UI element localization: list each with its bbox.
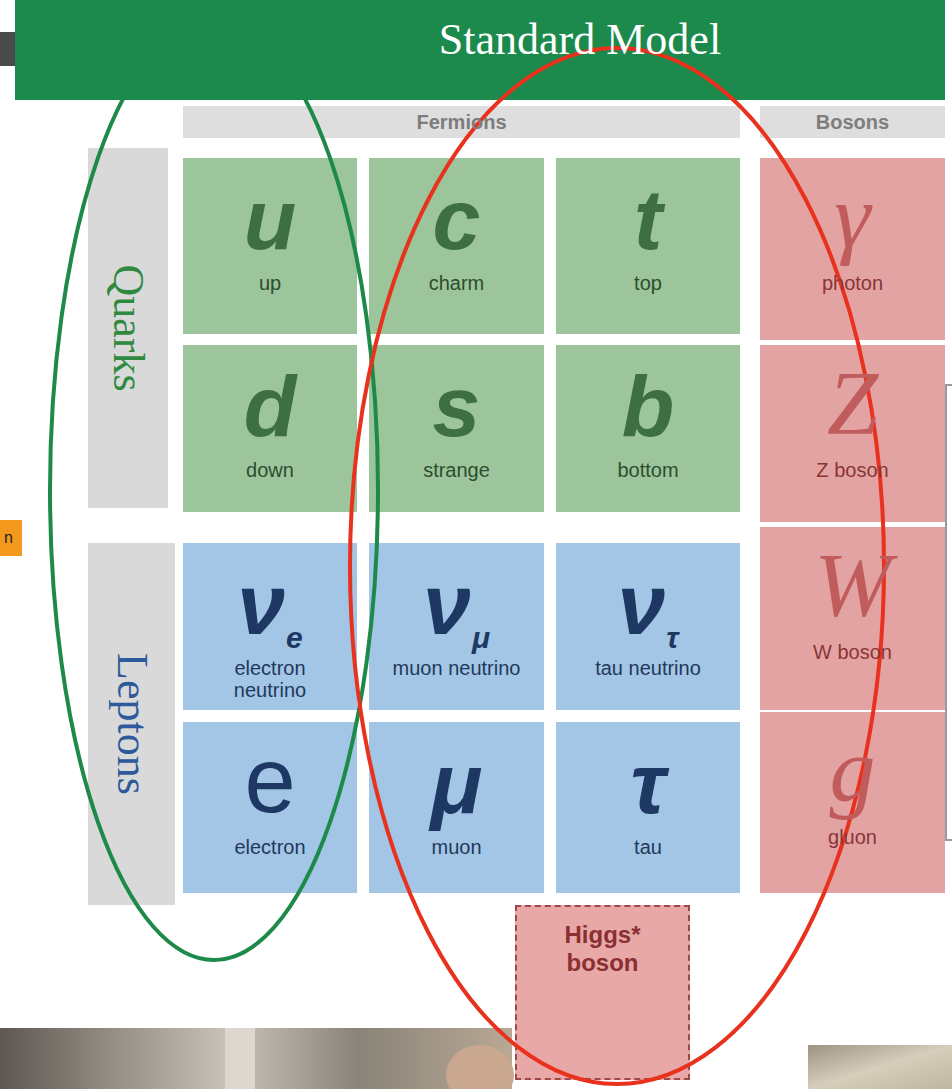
particle-symbol: b (622, 363, 675, 449)
particle-name: tau neutrino (595, 657, 701, 679)
particle-symbol: g (830, 724, 876, 816)
particle-symbol: u (244, 176, 297, 262)
edge-fragment (0, 32, 15, 66)
symbol-subscript: e (286, 623, 303, 653)
particle-name: Z boson (816, 459, 888, 481)
particle-symbol: ν (423, 561, 471, 647)
symbol-subscript: τ (666, 623, 678, 653)
symbol-subscript: μ (472, 623, 490, 653)
particle-name: Higgs* boson (543, 921, 663, 1078)
photo-fragment (225, 1028, 255, 1089)
lepton-cell: νe electron neutrino (183, 543, 357, 710)
symbol-row: e (244, 736, 295, 826)
green-ellipse (50, 20, 378, 960)
photo-fragment (446, 1045, 514, 1089)
particle-symbol: γ (834, 170, 870, 262)
diagram-title: Standard Model (439, 16, 721, 64)
label-text: n (4, 529, 13, 547)
particle-name: up (259, 272, 281, 294)
boson-cell: W W boson (760, 527, 945, 710)
particle-name: electron neutrino (204, 657, 336, 701)
particle-symbol: c (433, 176, 481, 262)
group-label: Quarks (106, 264, 150, 391)
particle-name: down (246, 459, 294, 481)
lepton-cell: νμ muon neutrino (369, 543, 544, 710)
lepton-cell: ντ tau neutrino (556, 543, 740, 710)
particle-name: gluon (828, 826, 877, 848)
symbol-row: Z (827, 359, 878, 449)
particle-symbol: d (244, 363, 297, 449)
particle-name: photon (822, 272, 883, 294)
particle-symbol: Z (827, 357, 878, 449)
particle-name: charm (429, 272, 485, 294)
symbol-row: μ (431, 736, 483, 826)
quark-cell: c charm (369, 158, 544, 334)
panel-edge (946, 385, 952, 840)
symbol-row: g (830, 726, 876, 816)
symbol-row: b (622, 359, 675, 449)
symbol-row: νe (237, 557, 303, 647)
symbol-row: c (433, 172, 481, 262)
group-label: Leptons (110, 653, 154, 795)
particle-symbol: μ (431, 740, 483, 826)
symbol-row: τ (630, 736, 665, 826)
lepton-cell: μ muon (369, 722, 544, 893)
particle-name: muon neutrino (393, 657, 521, 679)
column-header: Fermions (183, 106, 740, 138)
boson-cell: Z Z boson (760, 345, 945, 522)
symbol-row: s (433, 359, 481, 449)
column-header: Bosons (760, 106, 945, 138)
particle-name: electron (234, 836, 305, 858)
photo-fragment (0, 1028, 512, 1089)
particle-symbol: ν (237, 561, 285, 647)
quark-cell: u up (183, 158, 357, 334)
lepton-cell: τ tau (556, 722, 740, 893)
particle-name: muon (431, 836, 481, 858)
quark-cell: s strange (369, 345, 544, 512)
group-band: Quarks (88, 148, 168, 508)
particle-name: bottom (617, 459, 678, 481)
particle-symbol: W (814, 539, 891, 631)
symbol-row: d (244, 359, 297, 449)
column-header-text: Fermions (416, 111, 506, 134)
higgs-box: Higgs* boson (515, 905, 690, 1080)
quark-cell: d down (183, 345, 357, 512)
particle-name: strange (423, 459, 490, 481)
symbol-row: u (244, 172, 297, 262)
particle-symbol: τ (630, 740, 665, 826)
particle-symbol: s (433, 363, 481, 449)
symbol-row: γ (834, 172, 870, 262)
particle-name: top (634, 272, 662, 294)
particle-symbol: e (244, 734, 295, 826)
quark-cell: t top (556, 158, 740, 334)
particle-symbol: ν (617, 561, 665, 647)
column-header-text: Bosons (816, 111, 889, 134)
particle-name: tau (634, 836, 662, 858)
particle-symbol: t (634, 176, 663, 262)
label-tag: n (0, 520, 22, 556)
boson-cell: γ photon (760, 158, 945, 340)
symbol-row: ντ (617, 557, 678, 647)
symbol-row: W (814, 541, 891, 631)
particle-name: W boson (813, 641, 892, 663)
quark-cell: b bottom (556, 345, 740, 512)
group-band: Leptons (88, 543, 175, 905)
boson-cell: g gluon (760, 712, 945, 893)
title-bar: Standard Model (15, 0, 945, 100)
lepton-cell: e electron (183, 722, 357, 893)
red-ellipse (350, 48, 884, 1084)
symbol-row: t (634, 172, 663, 262)
photo-fragment (808, 1045, 952, 1089)
symbol-row: νμ (423, 557, 490, 647)
